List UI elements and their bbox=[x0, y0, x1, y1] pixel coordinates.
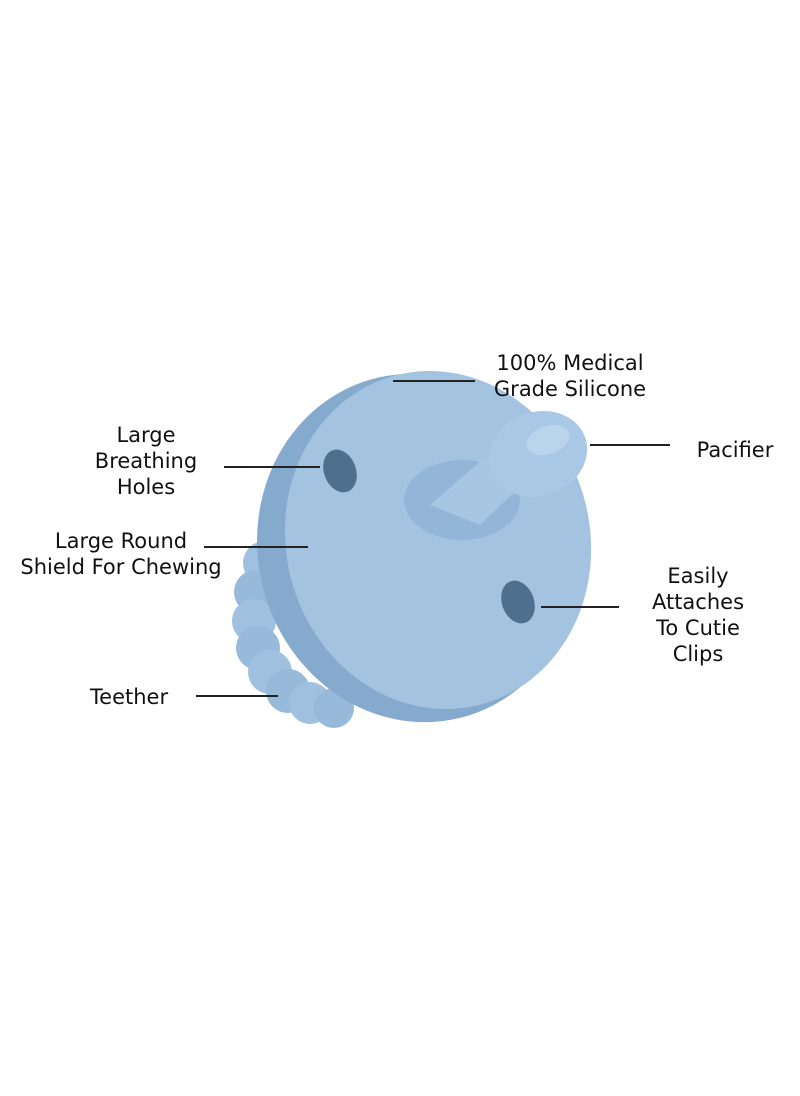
callout-text: Pacifier bbox=[696, 438, 774, 462]
breathing-holes-leader bbox=[224, 466, 320, 468]
breathing-hole-top bbox=[323, 449, 357, 493]
callout-text: Large Round bbox=[54, 529, 188, 553]
callout-pacifier: Pacifier bbox=[680, 437, 790, 463]
callout-text: Attaches bbox=[651, 590, 745, 614]
cutie-clips-leader bbox=[541, 606, 619, 608]
callout-text: Holes bbox=[116, 475, 176, 499]
callout-text: To Cutie bbox=[656, 616, 740, 640]
callout-text: Grade Silicone bbox=[493, 377, 647, 401]
pacifier-nipple bbox=[404, 410, 588, 540]
callout-text: Clips bbox=[672, 642, 724, 666]
callout-text: Teether bbox=[89, 685, 169, 709]
breathing-hole-bottom bbox=[501, 580, 535, 624]
teether-leader bbox=[196, 695, 278, 697]
callout-medical-silicone: 100% Medical Grade Silicone bbox=[480, 350, 660, 402]
callout-round-shield: Large Round Shield For Chewing bbox=[6, 528, 236, 580]
callout-text: Breathing bbox=[94, 449, 198, 473]
callout-text: Large bbox=[116, 423, 176, 447]
medical-silicone-leader bbox=[393, 380, 475, 382]
callout-text: Easily bbox=[667, 564, 729, 588]
pacifier-leader bbox=[590, 444, 670, 446]
callout-teether: Teether bbox=[74, 684, 184, 710]
callout-text: 100% Medical bbox=[496, 351, 644, 375]
callout-breathing-holes: Large Breathing Holes bbox=[82, 422, 210, 500]
round-shield-leader bbox=[204, 546, 308, 548]
callout-text: Shield For Chewing bbox=[20, 555, 222, 579]
callout-cutie-clips: Easily Attaches To Cutie Clips bbox=[628, 563, 768, 667]
